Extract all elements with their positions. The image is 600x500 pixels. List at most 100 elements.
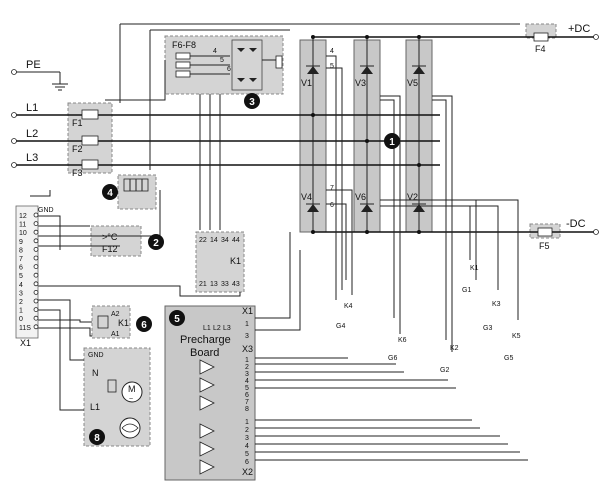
badge-4: 4 <box>102 184 118 200</box>
thyristor-v1: V1 <box>301 78 312 88</box>
strip-terminal <box>33 281 39 287</box>
bridge-node-5: 5 <box>330 63 334 70</box>
svg-text:1: 1 <box>245 357 249 364</box>
gate-k3: K3 <box>492 301 501 308</box>
precharge-title-2: Board <box>190 347 219 359</box>
strip-pin-label: 0 <box>19 316 23 323</box>
strip-pin-label: 4 <box>19 282 23 289</box>
strip-terminal <box>33 212 39 218</box>
svg-text:2: 2 <box>245 427 249 434</box>
svg-text:5: 5 <box>245 451 249 458</box>
thyristor-v3: V3 <box>355 78 366 88</box>
precharge-in-l1: L1 <box>203 325 211 332</box>
strip-terminal <box>33 298 39 304</box>
k1-top-22: 22 <box>199 237 207 244</box>
strip-terminal <box>33 238 39 244</box>
k1-bot-33: 33 <box>221 281 229 288</box>
svg-text:5: 5 <box>174 314 180 325</box>
precharge-title-1: Precharge <box>180 334 231 346</box>
module-4-symbol <box>123 178 149 192</box>
strip-pin-label: 5 <box>19 273 23 280</box>
badge-8: 8 <box>89 429 105 445</box>
gate-k2: K2 <box>450 345 459 352</box>
terminal-strip <box>15 205 39 339</box>
label-l3: L3 <box>26 152 38 164</box>
k1-bot-43: 43 <box>232 281 240 288</box>
fan-blade-icon <box>121 423 139 433</box>
bridge-node-6: 6 <box>330 202 334 209</box>
label-f2: F2 <box>72 144 83 154</box>
badge-2: 2 <box>148 234 164 250</box>
fuse-f1 <box>81 109 99 120</box>
svg-text:7: 7 <box>245 399 249 406</box>
strip-gnd: GND <box>38 207 54 214</box>
strip-pin-label: 11 <box>19 222 26 229</box>
svg-text:4: 4 <box>107 188 113 199</box>
motor-icon <box>121 381 143 403</box>
fuse-f6 <box>175 52 191 60</box>
precharge-x1-3: 3 <box>245 333 249 340</box>
strip-terminal <box>33 315 39 321</box>
thyristor-v5: V5 <box>407 78 418 88</box>
label-l1: L1 <box>26 102 38 114</box>
svg-text:2: 2 <box>153 238 159 249</box>
gate-g2: G2 <box>440 367 449 374</box>
svg-text:1: 1 <box>245 419 249 426</box>
strip-terminal <box>33 272 39 278</box>
precharge-x3: X3 <box>242 344 253 354</box>
k1-top-34: 34 <box>221 237 229 244</box>
strip-pin-label: 6 <box>19 265 23 272</box>
thyristor-bridge <box>306 35 426 234</box>
relay-a1: A1 <box>111 331 120 338</box>
k1-name: K1 <box>230 256 241 266</box>
relay-a2: A2 <box>111 311 120 318</box>
gate-g1: G1 <box>462 287 471 294</box>
svg-text:4: 4 <box>245 378 249 385</box>
relay-name: K1 <box>118 318 129 328</box>
k1-bot-13: 13 <box>210 281 218 288</box>
relay-coil-icon <box>97 315 109 329</box>
capacitor-icon <box>107 379 117 393</box>
svg-text:8: 8 <box>245 406 249 413</box>
thyristor-v4: V4 <box>301 192 312 202</box>
strip-terminal <box>33 221 39 227</box>
precharge-x2-pins: 1 2 3 4 5 6 <box>245 419 249 466</box>
terminal-plus-dc <box>593 34 599 40</box>
fuse-f4-box <box>525 23 557 39</box>
strip-terminal <box>33 324 39 330</box>
fuse-f3 <box>81 159 99 170</box>
fan-blower-icon <box>119 417 141 439</box>
precharge-x1: X1 <box>242 306 253 316</box>
thermostat-box <box>90 225 142 257</box>
strip-terminal <box>33 307 39 313</box>
fuse-f4 <box>533 32 549 42</box>
label-f4: F4 <box>535 44 546 54</box>
fuse-f2 <box>81 135 99 146</box>
terminal-minus-dc <box>593 229 599 235</box>
strip-terminal <box>33 246 39 252</box>
strip-terminal <box>33 289 39 295</box>
bridge-node-4: 4 <box>330 48 334 55</box>
svg-text:3: 3 <box>245 435 249 442</box>
svg-text:3: 3 <box>245 371 249 378</box>
thermostat-fuse: F12 <box>102 244 118 254</box>
gate-g6: G6 <box>388 355 397 362</box>
gate-g5: G5 <box>504 355 513 362</box>
svg-text:6: 6 <box>245 392 249 399</box>
precharge-board <box>164 305 256 481</box>
precharge-opto-triangles <box>199 359 215 475</box>
label-f1: F1 <box>72 118 83 128</box>
label-f3: F3 <box>72 168 83 178</box>
label-plus-dc: +DC <box>568 23 590 35</box>
strip-pin-label: 2 <box>19 299 23 306</box>
thyristor-v2: V2 <box>407 192 418 202</box>
fan-n: N <box>92 368 99 378</box>
strip-pin-label: 9 <box>19 239 23 246</box>
gate-k4: K4 <box>344 303 353 310</box>
strip-terminal <box>33 229 39 235</box>
thermostat-label: >°C <box>102 232 118 242</box>
gate-k6: K6 <box>398 337 407 344</box>
bridge-node-7: 7 <box>330 185 334 192</box>
